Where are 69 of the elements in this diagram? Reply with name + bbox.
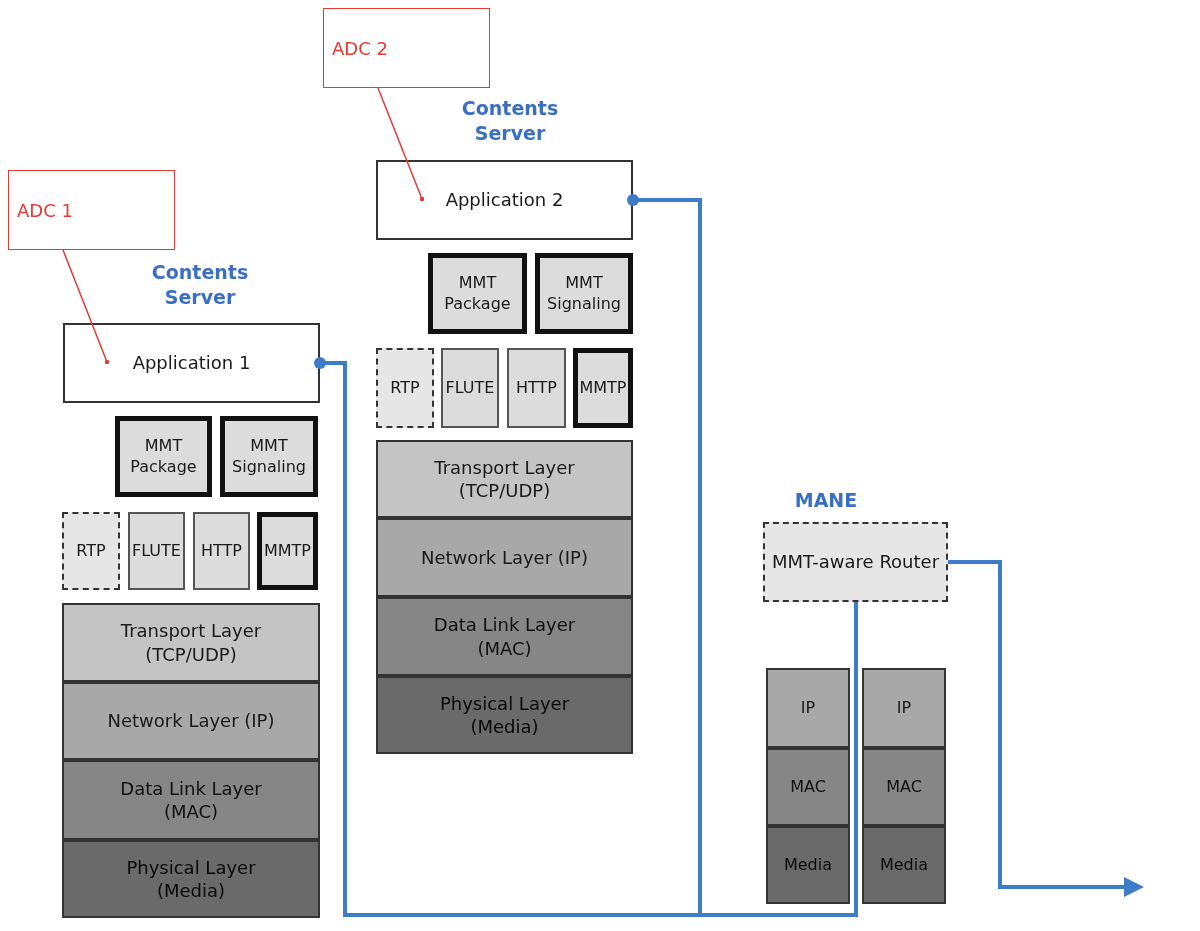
dashed-box (763, 522, 948, 602)
box-label: Media (783, 854, 833, 876)
box-label: RTP (390, 377, 420, 399)
callout-box (8, 170, 175, 250)
callout-label: ADC 2 (332, 37, 388, 61)
box-label: MMT Package (443, 272, 512, 315)
layer-box (62, 682, 320, 760)
protocol-box (428, 253, 527, 334)
layer-box (62, 840, 320, 918)
layer-box (376, 676, 633, 754)
layer-box (376, 597, 633, 676)
box-label: MAC (886, 776, 922, 798)
box-label: Data Link Layer (MAC) (432, 613, 577, 660)
connector-line (627, 194, 858, 917)
layer-box (766, 668, 850, 748)
leader-line (62, 249, 110, 365)
box-label: Transport Layer (TCP/UDP) (433, 455, 576, 503)
connector-line (948, 560, 1144, 897)
protocol-box (128, 512, 185, 590)
protocol-box (220, 416, 318, 497)
heading-label: Contents Server (150, 260, 250, 310)
box-label: MMT Signaling (546, 272, 622, 315)
box-label: IP (800, 697, 816, 719)
heading-label: Contents Server (460, 96, 560, 146)
box-label: Physical Layer (Media) (125, 855, 257, 903)
layer-box (862, 748, 946, 826)
box-label: Media (879, 854, 929, 876)
box-label: MMT-aware Router (771, 550, 940, 574)
application-box (63, 323, 320, 403)
application-box (376, 160, 633, 240)
box-label: Physical Layer (Media) (438, 691, 571, 739)
layer-box (376, 440, 633, 518)
layer-box (766, 748, 850, 826)
box-label: FLUTE (445, 377, 495, 399)
box-label: Application 1 (132, 351, 251, 375)
box-label: MMT Package (129, 435, 198, 478)
layer-box (62, 760, 320, 840)
protocol-box (507, 348, 566, 428)
box-label: HTTP (516, 377, 557, 399)
protocol-box (535, 253, 633, 334)
box-label: Data Link Layer (MAC) (119, 776, 263, 824)
heading-label: MANE (793, 488, 859, 513)
layer-box (862, 826, 946, 904)
callout-box (323, 8, 490, 88)
box-label: FLUTE (132, 540, 181, 562)
layer-box (376, 518, 633, 597)
box-label: Network Layer (IP) (107, 709, 275, 733)
callout-label: ADC 1 (17, 199, 73, 223)
dashed-box (376, 348, 434, 428)
layer-box (766, 826, 850, 904)
box-label: IP (896, 697, 912, 719)
protocol-box (573, 348, 633, 428)
box-label: MMTP (579, 377, 627, 399)
box-label: MMTP (264, 540, 311, 562)
leader-line (377, 87, 425, 202)
protocol-box (441, 348, 499, 428)
box-label: MAC (790, 776, 826, 798)
box-label: Network Layer (IP) (421, 545, 588, 570)
protocol-box (193, 512, 250, 590)
box-label: Transport Layer (TCP/UDP) (119, 619, 263, 666)
box-label: HTTP (201, 540, 242, 562)
layer-box (862, 668, 946, 748)
protocol-box (115, 416, 212, 497)
protocol-box (257, 512, 318, 590)
layer-box (62, 603, 320, 682)
dashed-box (62, 512, 120, 590)
box-label: MMT Signaling (231, 435, 307, 478)
box-label: Application 2 (445, 188, 564, 212)
box-label: RTP (76, 540, 106, 562)
